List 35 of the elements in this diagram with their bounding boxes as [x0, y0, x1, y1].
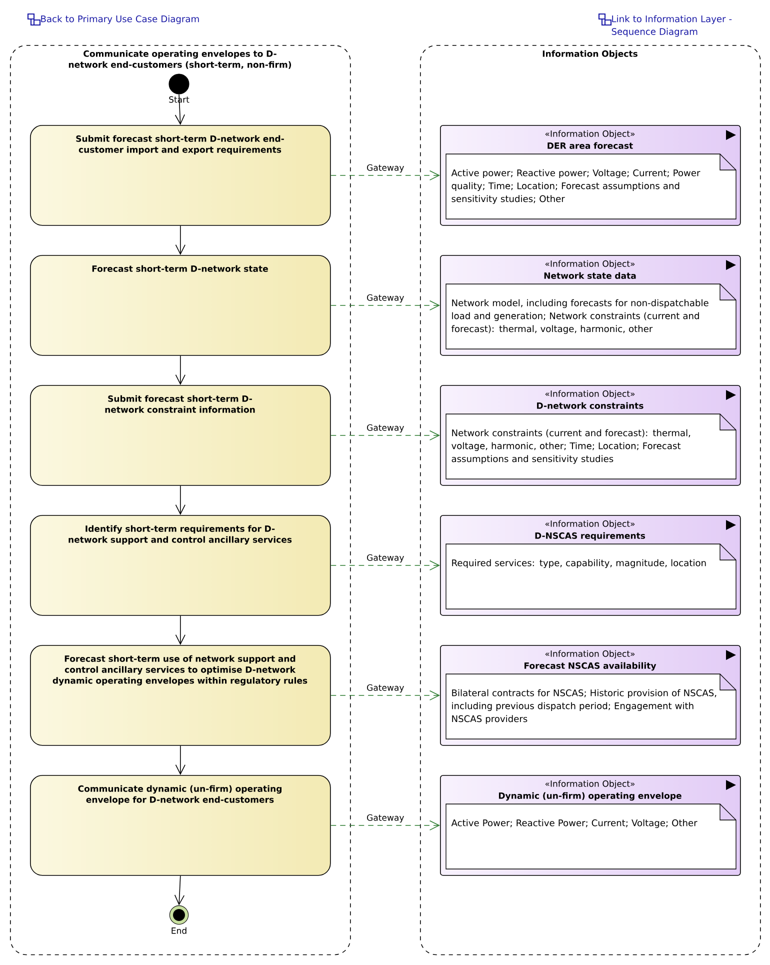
edge-label: Gateway	[365, 683, 406, 694]
activity-box: Forecast short-term use of network support and control ancillary services to optimise D-network dynamic operating envelopes within regulatory rules	[30, 645, 331, 746]
arrow	[330, 560, 440, 570]
information-object-box: «Information Object» D-network constraints Network constraints (current and forecast): thermal, voltage, harmonic, other; Time; Location; Forecast assumptions and sensitivity studies	[440, 385, 741, 486]
edge-label: Gateway	[365, 293, 406, 304]
edge-label: Gateway	[365, 813, 406, 824]
arrow	[330, 430, 440, 440]
arrow	[175, 355, 186, 385]
activity-box: Submit forecast short-term D-network constraint information	[30, 385, 331, 486]
arrow	[175, 615, 186, 645]
information-object-box: «Information Object» D-NSCAS requirements Required services: type, capability, magnitude, location	[440, 515, 741, 616]
information-object-box: «Information Object» DER area forecast Active power; Reactive power; Voltage; Current; Power quality; Time; Location; Forecast assumptions and sensitivity studies; Other	[440, 125, 741, 226]
arrow	[330, 170, 440, 180]
edge-label: Gateway	[365, 553, 406, 564]
node-caption: End	[172, 927, 186, 934]
arrow	[175, 485, 186, 515]
edge-label: Gateway	[365, 423, 406, 434]
arrow	[175, 745, 186, 775]
information-object-box: «Information Object» Network state data Network model, including forecasts for non-dispatchable load and generation; Network constraints (current and forecast): thermal, voltage, harmonic, other	[440, 255, 741, 356]
arrow	[175, 225, 186, 255]
diagram-link: Link to Information Layer - Sequence Diagram	[612, 15, 732, 37]
activity-box: Communicate dynamic (un-firm) operating envelope for D-network end-customers	[30, 775, 331, 876]
activity-box: Forecast short-term D-network state	[30, 255, 331, 356]
information-object-box: «Information Object» Dynamic (un-firm) operating envelope Active Power; Reactive Power; Current; Voltage; Other	[440, 775, 741, 876]
end-node	[169, 905, 189, 925]
activity-box: Submit forecast short-term D-network end-customer import and export requirements	[30, 125, 331, 226]
activity-box: Identify short-term requirements for D-network support and control ancillary services	[30, 515, 331, 616]
start-node	[168, 74, 190, 94]
arrow	[174, 875, 185, 906]
edge-label: Gateway	[365, 163, 406, 174]
arrow	[330, 690, 440, 700]
diagram-link: Back to Primary Use Case Diagram	[41, 15, 199, 24]
arrow	[330, 820, 440, 830]
arrow	[330, 300, 440, 310]
information-object-box: «Information Object» Forecast NSCAS availability Bilateral contracts for NSCAS; Historic provision of NSCAS, including previous dispatch period; Engagement with NSCAS providers	[440, 645, 741, 746]
